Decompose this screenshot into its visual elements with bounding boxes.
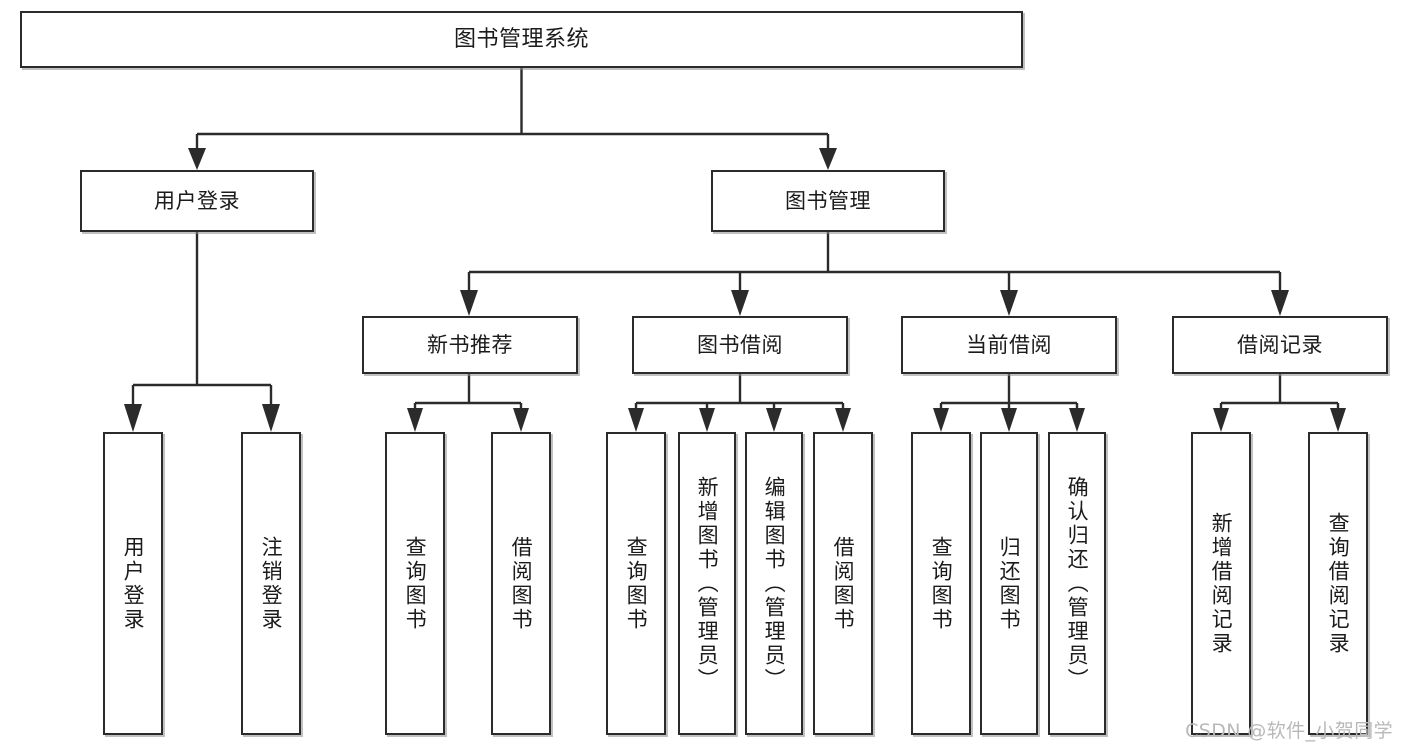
node-label: 注销登录 [259, 535, 284, 632]
node-leaf-query-book-3[interactable]: 查询图书 [911, 432, 971, 735]
arrowhead-leaf-borrow-book-1 [513, 408, 529, 432]
arrowhead-leaf-query-book-2 [628, 408, 644, 432]
node-label: 查询图书 [929, 535, 954, 632]
node-leaf-borrow-book-1[interactable]: 借阅图书 [491, 432, 551, 735]
node-new-book-recommend[interactable]: 新书推荐 [362, 316, 578, 374]
arrowhead-leaf-logout [262, 404, 280, 432]
arrowhead-book-manage [819, 148, 837, 170]
node-label: 当前借阅 [966, 332, 1052, 357]
node-label: 借阅图书 [509, 535, 534, 632]
node-label: 图书管理系统 [453, 26, 589, 52]
node-book-borrow[interactable]: 图书借阅 [632, 316, 848, 374]
arrowhead-leaf-add-book [699, 408, 715, 432]
node-label: 确认归还（管理员） [1065, 475, 1090, 692]
arrowhead-leaf-user-login [124, 404, 142, 432]
arrowhead-current-borrow [1000, 290, 1018, 316]
arrowhead-leaf-query-record [1330, 408, 1346, 432]
node-book-manage[interactable]: 图书管理 [711, 170, 945, 232]
arrowhead-leaf-edit-book [766, 408, 782, 432]
node-leaf-user-login[interactable]: 用户登录 [103, 432, 163, 735]
node-user-login[interactable]: 用户登录 [80, 170, 314, 232]
node-root-title[interactable]: 图书管理系统 [20, 11, 1023, 68]
node-label: 编辑图书（管理员） [762, 475, 787, 692]
node-leaf-return-book[interactable]: 归还图书 [980, 432, 1038, 735]
node-leaf-edit-book[interactable]: 编辑图书（管理员） [745, 432, 803, 735]
node-label: 新书推荐 [427, 332, 513, 357]
node-label: 查询借阅记录 [1326, 511, 1351, 656]
node-label: 用户登录 [121, 535, 146, 632]
node-leaf-query-book-2[interactable]: 查询图书 [606, 432, 666, 735]
node-label: 借阅图书 [831, 535, 856, 632]
node-label: 用户登录 [154, 188, 240, 213]
node-label: 借阅记录 [1237, 332, 1323, 357]
node-label: 新增图书（管理员） [695, 475, 720, 692]
node-leaf-add-book[interactable]: 新增图书（管理员） [678, 432, 736, 735]
csdn-watermark: CSDN @软件_小贺同学 [1185, 720, 1393, 742]
arrowhead-leaf-query-book-3 [933, 408, 949, 432]
node-leaf-confirm-return[interactable]: 确认归还（管理员） [1048, 432, 1106, 735]
arrowhead-leaf-borrow-book-2 [835, 408, 851, 432]
node-label: 图书管理 [785, 188, 871, 213]
arrowhead-borrow-record [1271, 290, 1289, 316]
arrowhead-leaf-confirm-return [1069, 408, 1085, 432]
node-label: 查询图书 [403, 535, 428, 632]
arrowhead-book-borrow [731, 290, 749, 316]
node-label: 图书借阅 [697, 332, 783, 357]
node-leaf-query-record[interactable]: 查询借阅记录 [1308, 432, 1368, 735]
node-borrow-record[interactable]: 借阅记录 [1172, 316, 1388, 374]
arrowhead-leaf-add-record [1213, 408, 1229, 432]
arrowhead-new-book-recommend [460, 290, 478, 316]
node-leaf-logout[interactable]: 注销登录 [241, 432, 301, 735]
node-current-borrow[interactable]: 当前借阅 [901, 316, 1117, 374]
node-label: 归还图书 [997, 535, 1022, 632]
node-leaf-borrow-book-2[interactable]: 借阅图书 [813, 432, 873, 735]
node-label: 新增借阅记录 [1209, 511, 1234, 656]
node-label: 查询图书 [624, 535, 649, 632]
node-leaf-query-book-1[interactable]: 查询图书 [385, 432, 445, 735]
arrowhead-leaf-return-book [1001, 408, 1017, 432]
arrowhead-user-login [188, 148, 206, 170]
arrowhead-leaf-query-book-1 [407, 408, 423, 432]
node-leaf-add-record[interactable]: 新增借阅记录 [1191, 432, 1251, 735]
